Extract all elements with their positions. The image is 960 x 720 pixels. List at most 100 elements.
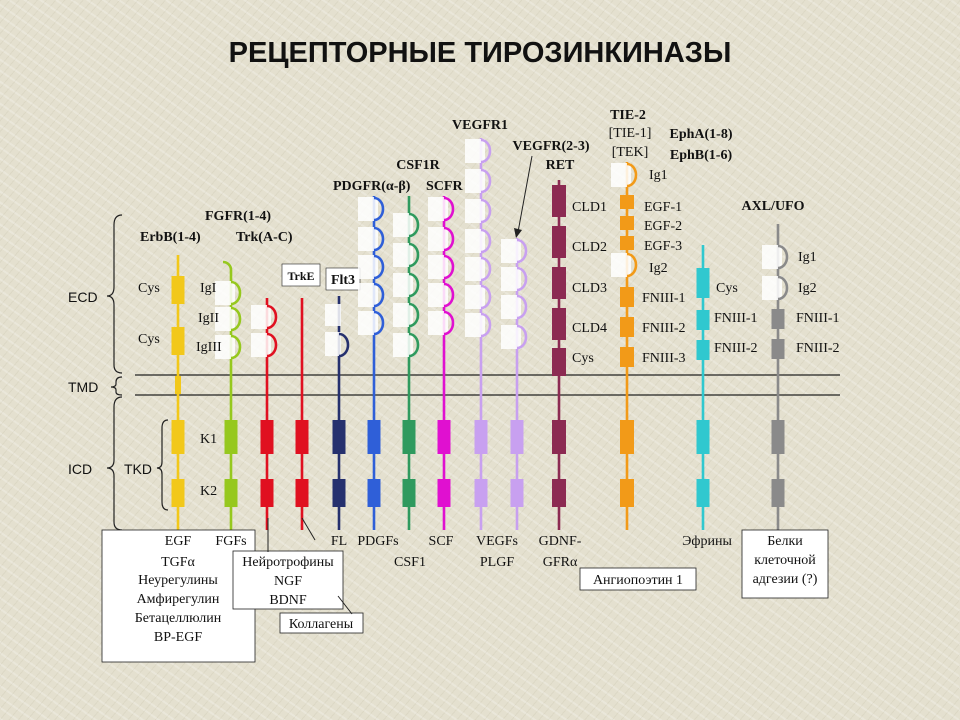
- ligand-bp-egf: BP-EGF: [154, 630, 202, 645]
- icd-brace: [106, 396, 123, 531]
- erbb-cys2-label: Cys: [138, 332, 160, 347]
- scfr-k2: [437, 479, 451, 507]
- csf1r-loop-1: [408, 212, 420, 238]
- ret-cys-label: Cys: [572, 351, 594, 366]
- erbb-header: ErbB(1-4): [140, 230, 201, 245]
- csf1r-loop-2: [408, 242, 420, 268]
- ligand-angiopoietin: Ангиопоэтин 1: [593, 573, 683, 588]
- vegfr1-loop-7: [480, 312, 492, 338]
- ligand-scf: SCF: [429, 534, 454, 549]
- scfr-loop-bg-2: [428, 227, 448, 251]
- trk-loop-bg-2: [251, 333, 271, 357]
- eph-k1: [696, 420, 710, 454]
- axl-k2: [771, 479, 785, 507]
- pdgfr-loop-4: [373, 282, 385, 308]
- ligand-tgfa: TGFα: [161, 555, 195, 570]
- vegfr23-header: VEGFR(2-3): [513, 139, 590, 154]
- pdgfr-loop-bg-5: [358, 311, 378, 335]
- csf1r-loop-bg-2: [393, 243, 413, 267]
- vegfr1-k1: [474, 420, 488, 454]
- fgfr-k2: [224, 479, 238, 507]
- tie-ig1-label: Ig1: [649, 168, 668, 183]
- tie-egf1: [620, 195, 634, 209]
- trke-k2: [295, 479, 309, 507]
- tmd-brace: [110, 376, 123, 396]
- vegfr23-loop-2: [516, 266, 528, 292]
- tie-fn1: [620, 287, 634, 307]
- axl-ig2-loop: [777, 275, 789, 301]
- trke-header-box: [281, 263, 321, 287]
- vegfr1-k2: [474, 479, 488, 507]
- csf1r-loop-bg-1: [393, 213, 413, 237]
- csf1r-loop-bg-3: [393, 273, 413, 297]
- ligand-fgfs: FGFs: [215, 534, 246, 549]
- vegfr1-loop-bg-6: [465, 285, 485, 309]
- scfr-loop-bg-3: [428, 255, 448, 279]
- pdgfr-k2: [367, 479, 381, 507]
- collagen-pointer: [337, 595, 353, 615]
- csf1r-k2: [402, 479, 416, 507]
- scfr-loop-bg-4: [428, 283, 448, 307]
- vegfr1-loop-bg-3: [465, 199, 485, 223]
- collagen-box: [279, 612, 364, 634]
- ligand-pdgfs: PDGFs: [357, 534, 398, 549]
- erbb-cys1-label: Cys: [138, 281, 160, 296]
- vegfr23-pointer-head: [514, 228, 522, 238]
- csf1r-loop-bg-5: [393, 333, 413, 357]
- tie-k1: [620, 420, 634, 454]
- ligand-gfra: GFRα: [543, 555, 578, 570]
- axl-ig2-bg: [762, 276, 782, 300]
- vegfr1-loop-2: [480, 168, 492, 194]
- eph-fn2: [696, 340, 710, 360]
- tie-fn1-label: FNIII-1: [642, 291, 686, 306]
- axl-ig2-label: Ig2: [798, 281, 817, 296]
- vegfr23-loop-bg-2: [501, 267, 521, 291]
- receptor-group: [171, 138, 789, 530]
- scfr-loop-bg-5: [428, 311, 448, 335]
- eph-fn1: [696, 310, 710, 330]
- pdgfr-loop-bg-2: [358, 227, 378, 251]
- vegfr23-k1: [510, 420, 524, 454]
- trke-pointer: [301, 517, 316, 541]
- scfr-loop-bg-1: [428, 197, 448, 221]
- flt3-bg2: [325, 332, 341, 356]
- ligand-neuregulins: Неурегулины: [138, 573, 218, 588]
- flt3-bg1: [325, 304, 341, 326]
- erbb-tm: [175, 376, 181, 394]
- trk-k1: [260, 420, 274, 454]
- fgfr-loop-bg-1: [215, 281, 235, 305]
- vegfr1-loop-bg-1: [465, 139, 485, 163]
- tie-fn3: [620, 347, 634, 367]
- axl-fn2-label: FNIII-2: [796, 341, 840, 356]
- ret-cld4: [552, 308, 566, 340]
- ligand-egf: EGF: [165, 534, 192, 549]
- egf3-label: EGF-3: [644, 239, 682, 254]
- axl-fn2: [771, 339, 785, 359]
- vegfr1-loop-5: [480, 256, 492, 282]
- trk-loop-1: [266, 304, 278, 330]
- tie-fn3-label: FNIII-3: [642, 351, 686, 366]
- ligand-neurotrophins: Нейротрофины: [242, 555, 334, 570]
- vegfr23-loop-bg-3: [501, 295, 521, 319]
- cld3-label: CLD3: [572, 281, 607, 296]
- pdgfr-loop-1: [373, 196, 385, 222]
- vegfr1-loop-bg-5: [465, 257, 485, 281]
- csf1r-header: CSF1R: [396, 158, 440, 173]
- vegfr23-loop-1: [516, 238, 528, 264]
- ligand-ngf: NGF: [274, 574, 302, 589]
- vegfr23-loop-bg-1: [501, 239, 521, 263]
- pdgfr-loop-bg-3: [358, 255, 378, 279]
- vegfr1-loop-3: [480, 198, 492, 224]
- tie-egf2: [620, 216, 634, 230]
- vegfr1-loop-6: [480, 284, 492, 310]
- tmd-label: TMD: [68, 379, 98, 395]
- tie-ig1-bg: [611, 163, 631, 187]
- vegfr23-loop-4: [516, 324, 528, 350]
- ligand-ephrins: Эфрины: [682, 534, 732, 549]
- vegfr1-loop-bg-7: [465, 313, 485, 337]
- flt3-loop: [338, 332, 350, 358]
- fgfr-header: FGFR(1-4): [205, 209, 271, 224]
- fgfr-ig1-label: IgI: [200, 281, 217, 296]
- eph-k2: [696, 479, 710, 507]
